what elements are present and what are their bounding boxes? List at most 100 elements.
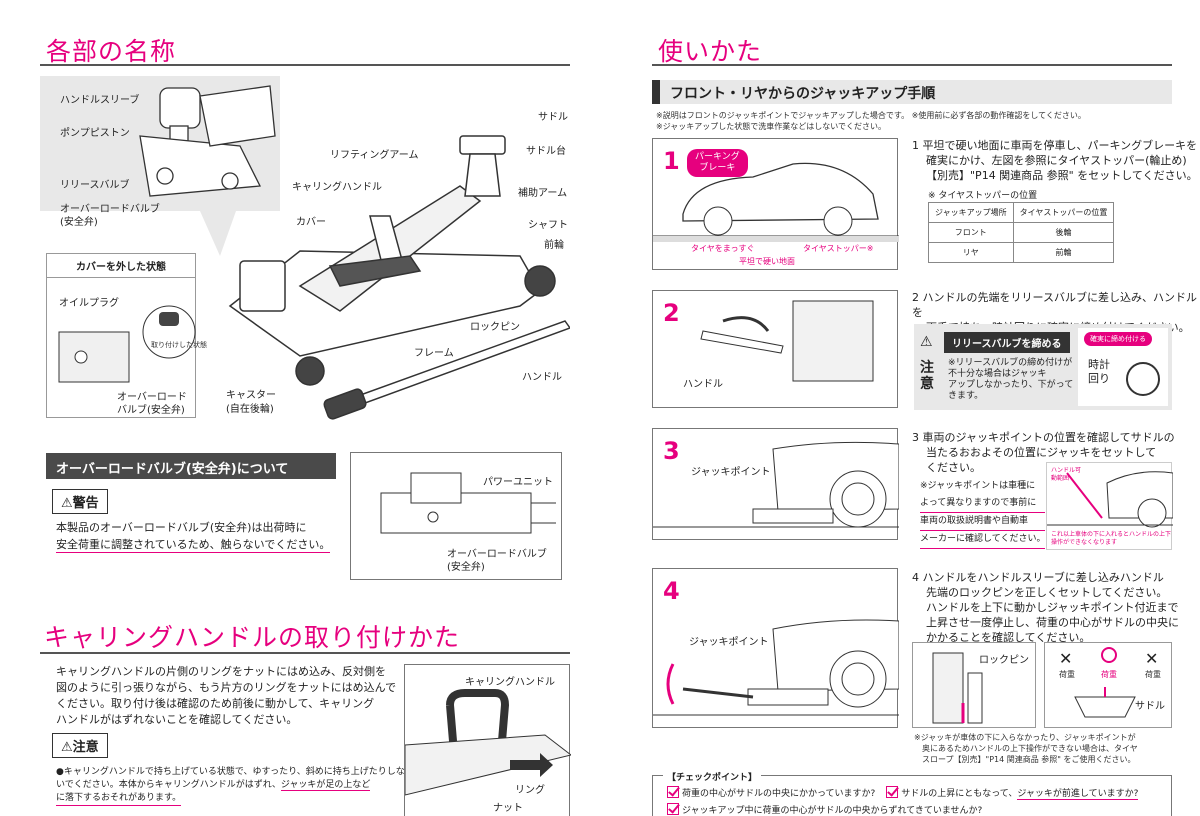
stopper-title: ※ タイヤストッパーの位置	[928, 191, 1038, 201]
handle-note-2b: ジャッキが足の上など	[280, 780, 371, 791]
step-4-note-line: ※ジャッキが車体の下に入らなかったり、ジャッキポイントが	[914, 733, 1136, 742]
label-removed-note: 取り付けした状態	[151, 341, 207, 349]
stopper-table: ジャッキアップ場所タイヤストッパーの位置 フロント後輪 リヤ前輪	[928, 202, 1115, 263]
handle-range-figure: ハンドル可動範囲 これ以上車体の下に入れるとハンドルの上下操作ができなくなります	[1046, 462, 1174, 550]
step-4-text: 4 ハンドルをハンドルスリーブに差し込みハンドル 先端のロックピンを正しくセット…	[912, 570, 1179, 645]
label-caster: キャスター	[226, 390, 276, 401]
checkpoint-item-3: ジャッキアップ中に荷重の中心がサドルの中央からずれてきていませんか?	[682, 806, 983, 816]
step-3-note: ※ジャッキポイントは車種に よって異なりますので事前に 車両の取扱説明書や自動車…	[920, 478, 1046, 549]
step-1-car-illustration	[653, 162, 899, 242]
overload-section-title: オーバーロードバルブ(安全弁)について	[46, 453, 336, 479]
label-fig-handle: キャリングハンドル	[465, 677, 555, 688]
stopper-cell: リヤ	[928, 242, 1014, 263]
usage-note-2: ※ジャッキアップした状態で洗車作業などはしないでください。	[656, 122, 887, 131]
label-power-unit: パワーユニット	[483, 477, 553, 488]
step-4-line-5: かかることを確認してください。	[926, 631, 1091, 644]
label-step2-handle: ハンドル	[683, 379, 723, 390]
usage-notes: ※説明はフロントのジャッキポイントでジャッキアップした場合です。 ※使用前に必ず…	[656, 110, 1086, 132]
stopper-cell: フロント	[928, 222, 1014, 243]
handle-title-rule	[40, 652, 570, 654]
label-pump-piston: ポンプピストン	[60, 128, 130, 139]
caution-label: 注意	[72, 740, 99, 755]
label-saddle-base: サドル台	[526, 146, 566, 157]
carrying-handle-illustration	[404, 689, 573, 796]
step-4-line-4: 上昇させ一度停止し、荷重の中心がサドルの中央に	[926, 616, 1179, 629]
label-saddle: サドル	[538, 112, 568, 123]
warning-badge: ⚠警告	[52, 489, 108, 514]
handle-note-1: ●キャリングハンドルで持ち上げている状態で、ゆすったり、斜めに持ち上げたりしな	[56, 767, 405, 777]
step-4-note-line: 奥にあるためハンドルの上下操作ができない場合は、タイヤ	[922, 744, 1138, 753]
handle-text-1: キャリングハンドルの片側のリングをナットにはめ込み、反対側を	[56, 665, 386, 678]
step-2-illustration	[700, 300, 874, 382]
cover-removed-illustration	[58, 305, 196, 383]
checkpoint-item-2b: ジャッキが前進していますか?	[1017, 789, 1139, 800]
label-frame: フレーム	[414, 348, 454, 359]
clockwise-1: 時計	[1088, 358, 1110, 371]
label-handle: ハンドル	[522, 372, 562, 383]
circle-mark-icon	[1101, 647, 1117, 663]
step-3-line-1: 3 車両のジャッキポイントの位置を確認してサドルの	[912, 431, 1175, 444]
label-load-1: 荷重	[1059, 670, 1075, 679]
label-tire-stopper: タイヤストッパー※	[803, 244, 874, 253]
step-1-number: 1	[663, 147, 680, 175]
lock-pin-illustration	[932, 652, 983, 724]
stopper-header-2: タイヤストッパーの位置	[1012, 202, 1115, 223]
caution-badge: ⚠注意	[52, 733, 108, 758]
overload-text-2: 安全荷重に調整されているため、触らないでください。	[56, 538, 331, 553]
step-1-line-1: 1 平坦で硬い地面に車両を停車し、パーキングブレーキを	[912, 139, 1198, 152]
checkbox-icon	[667, 786, 679, 798]
label-lock-pin-4: ロックピン	[979, 655, 1029, 666]
step-1-figure: 1 パーキング ブレーキ タイヤをまっすぐ タイヤストッパー※ 平坦で硬い地面	[652, 138, 899, 270]
handle-text-4: ハンドルがはずれないことを確認してください。	[56, 713, 298, 726]
checkpoint-row-1: 荷重の中心がサドルの中央にかかっていますか? サドルの上昇にともなって、ジャッキ…	[667, 786, 1139, 800]
step-2-caution-box: リリースバルブを締める ⚠ 注意 ※リリースバルブの締め付けが 不十分な場合はジ…	[914, 324, 1172, 410]
label-tire-straight: タイヤをまっすぐ	[691, 244, 755, 253]
lock-pin-figure: ロックピン	[912, 642, 1036, 728]
label-handle-caption: これ以上車体の下に入れるとハンドルの上下操作ができなくなります	[1051, 531, 1172, 546]
clockwise-panel: 確実に締め付ける 時計 回り	[1078, 328, 1168, 406]
page-title-parts: 各部の名称	[46, 37, 177, 66]
checkpoint-item-1: 荷重の中心がサドルの中央にかかっていますか?	[682, 789, 876, 799]
tighten-pill: 確実に締め付ける	[1084, 332, 1152, 346]
cover-removed-title: カバーを外した状態	[47, 254, 195, 278]
clockwise-label: 時計 回り	[1088, 358, 1110, 386]
step-4-line-3: ハンドルを上下に動かしジャッキポイント付近まで	[926, 601, 1179, 614]
step-3-line-3: ください。	[926, 461, 981, 474]
step-3-illustration	[653, 441, 900, 528]
parking-brake-pill: パーキング ブレーキ	[687, 149, 748, 177]
x-mark-icon: ✕	[1145, 649, 1159, 668]
step-4-illustration	[653, 619, 900, 716]
label-oil-plug: オイルプラグ	[59, 298, 119, 309]
usage-section-title: フロント・リヤからのジャッキアップ手順	[652, 80, 1172, 104]
label-fig-ring: リング	[515, 785, 545, 796]
label-jack-point-3: ジャッキポイント	[691, 467, 771, 478]
label-saddle-4: サドル	[1135, 701, 1165, 712]
label-valve-2: (安全弁)	[447, 562, 485, 573]
checkbox-icon	[886, 786, 899, 798]
label-overload-1: オーバーロード	[117, 392, 187, 403]
caution-line: ※リリースバルブの締め付けが	[948, 358, 1073, 368]
step-3-line-2: 当たるおおよその位置にジャッキをセットして	[926, 446, 1157, 459]
release-valve-bar: リリースバルブを締める	[944, 332, 1070, 353]
checkpoint-title: 【チェックポイント】	[663, 770, 762, 783]
handle-note-3: に落下するおそれがあります。	[56, 792, 182, 806]
saddle-illustration	[1074, 687, 1136, 718]
step-3-note-line: メーカーに確認してください。	[920, 531, 1046, 549]
step-4-figure: 4 ジャッキポイント	[652, 568, 900, 728]
step-4-line-1: 4 ハンドルをハンドルスリーブに差し込みハンドル	[912, 571, 1164, 584]
carrying-handle-figure: キャリングハンドル リング ナット	[404, 664, 573, 816]
usage-title-rule	[652, 64, 1172, 66]
handle-note-2: いでください。本体からキャリングハンドルがはずれ、	[56, 780, 281, 790]
clockwise-2: 回り	[1088, 372, 1110, 385]
caution-line: 不十分な場合はジャッキ	[948, 369, 1047, 379]
power-unit-figure: パワーユニット オーバーロードバルブ (安全弁)	[350, 452, 562, 580]
overload-text-1: 本製品のオーバーロードバルブ(安全弁)は出荷時に	[56, 521, 307, 534]
step-1-line-3: 【別売】"P14 関連商品 参照" をセットしてください。	[926, 169, 1198, 182]
stopper-cell: 前輪	[1012, 242, 1115, 263]
label-load-3: 荷重	[1145, 670, 1161, 679]
label-cover: カバー	[296, 217, 326, 228]
step-2-number: 2	[663, 299, 680, 327]
step-2-line-1: 2 ハンドルの先端をリリースバルブに差し込み、ハンドルを	[912, 291, 1197, 319]
title-rule	[40, 64, 570, 66]
stopper-cell: 後輪	[1012, 222, 1115, 243]
